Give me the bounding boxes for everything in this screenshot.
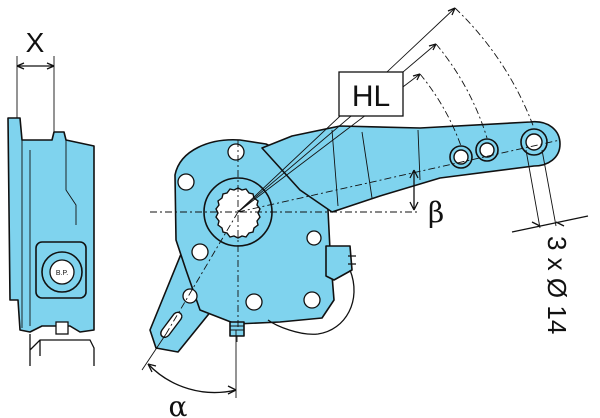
dim-x-arrows (16, 62, 55, 70)
bottom-connector (229, 321, 245, 337)
alpha-arrows (147, 363, 237, 395)
hole-dim-label: 3 x Ø 14 (542, 236, 572, 334)
spline-hub (215, 187, 261, 239)
side-view-bolt (55, 321, 69, 335)
bolt-right (306, 230, 322, 246)
arm-hole-2 (479, 142, 495, 158)
front-view: HL β α 3 x Ø 14 (141, 7, 589, 418)
control-rod-block (325, 245, 353, 281)
arc-hole-2 (435, 43, 488, 139)
valve-mark: B.P. (56, 270, 68, 277)
side-view-valve-cap (49, 259, 75, 285)
control-cable (267, 269, 355, 335)
centerline-arm (237, 139, 561, 213)
arm-hole-3 (525, 133, 543, 151)
stroke-label-box (338, 71, 404, 117)
side-view-plate (21, 140, 77, 328)
side-view-body (7, 117, 95, 333)
beta-arc-arrow (409, 169, 419, 211)
ray-arrows (412, 7, 456, 81)
bolt-top (227, 143, 245, 161)
control-rod (348, 255, 356, 265)
side-view-bracket (29, 334, 95, 366)
arm-hole-1 (453, 149, 469, 165)
side-view: B.P. X (7, 27, 95, 366)
alpha-ext-arm (141, 333, 167, 371)
stroke-label: HL (352, 80, 390, 113)
arc-hole-3 (454, 7, 535, 129)
bolt-left (177, 173, 195, 191)
bolt-lower-left (191, 243, 209, 261)
hole-dim-line (511, 215, 589, 233)
bolt-arm-1 (182, 288, 198, 304)
arc-hole-1 (419, 73, 462, 147)
bottom-connector-thread (230, 325, 244, 342)
hole-dim-ext (525, 149, 557, 229)
bolt-bottom-1 (245, 293, 263, 311)
dim-x-label: X (26, 27, 45, 58)
beta-label: β (428, 196, 444, 229)
alpha-arc (147, 363, 237, 394)
bolt-bottom-2 (303, 291, 321, 309)
centerline-lower-arm (165, 211, 239, 335)
alpha-label: α (169, 390, 188, 418)
